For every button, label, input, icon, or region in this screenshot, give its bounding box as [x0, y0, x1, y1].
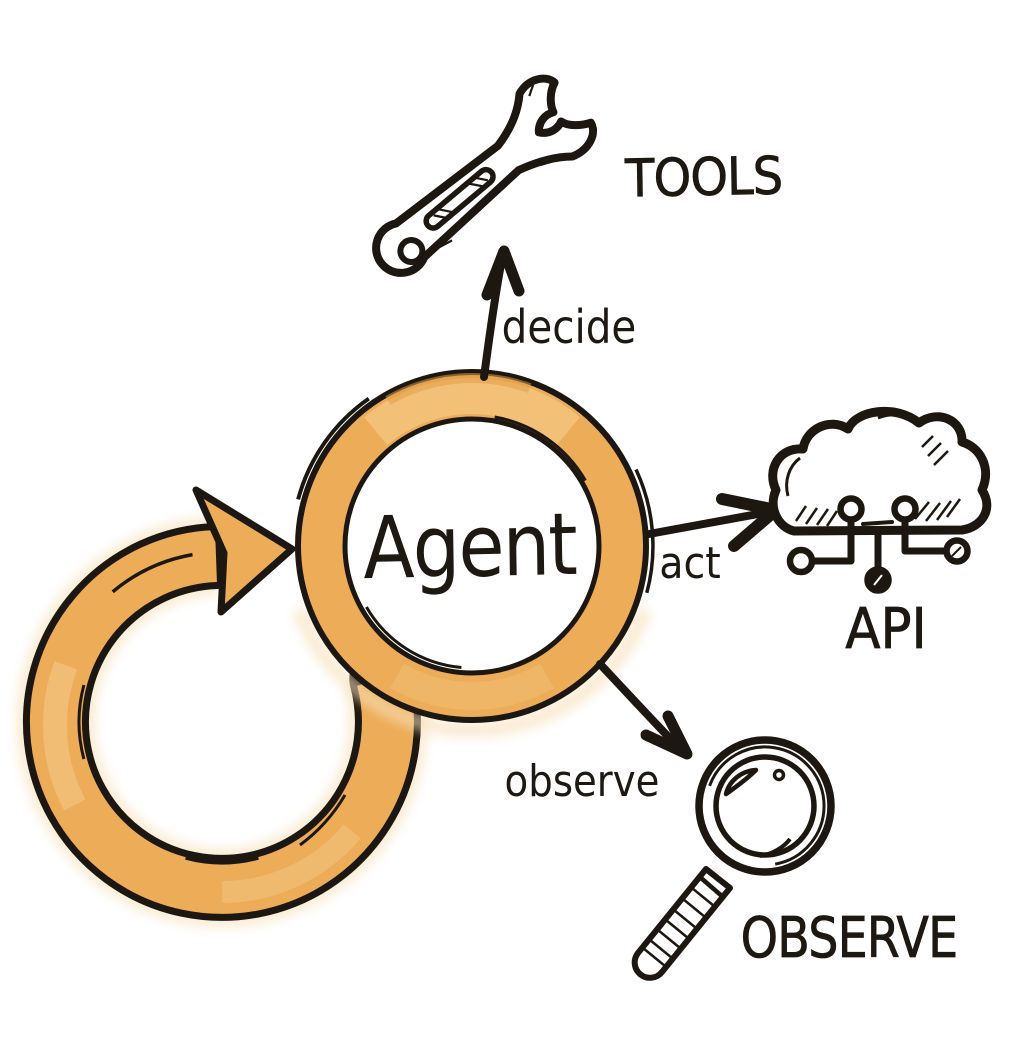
act-label: act — [659, 537, 721, 589]
lens-reflection — [759, 837, 792, 858]
observe-label: observe — [505, 756, 660, 807]
agent-halo — [291, 606, 653, 738]
magnifier-handle — [631, 866, 733, 981]
lens-highlight-dot — [772, 768, 786, 782]
cloud-circuit-icon — [768, 406, 992, 594]
magnifier-rim-sketch — [708, 745, 826, 866]
agent-label: Agent — [362, 495, 576, 600]
wrench-icon — [372, 74, 598, 277]
magnifying-glass-icon — [631, 736, 835, 981]
agent-ring-shade — [385, 373, 532, 405]
wrench-hole — [397, 237, 426, 266]
magnifier-handle-hatching — [642, 887, 715, 967]
lens-highlight — [723, 767, 759, 797]
circuit-node — [891, 495, 919, 523]
cloud-sketch-accents — [785, 413, 911, 497]
decide-arrow — [480, 245, 525, 381]
agent-inner-circle — [342, 416, 602, 676]
magnifier-lens — [713, 754, 817, 858]
loop-sketch-accents — [77, 552, 347, 865]
observe-arrow-shaft — [596, 660, 685, 754]
api-label: API — [845, 596, 926, 662]
agent-node: Agent — [291, 369, 655, 738]
loop-wash-left — [42, 660, 86, 811]
observe-arrowhead — [640, 710, 693, 760]
cloud-hatching — [794, 435, 962, 527]
observe-node-label: OBSERVE — [741, 906, 958, 971]
circuit-nodes — [786, 495, 971, 594]
circuit-lines — [809, 516, 950, 573]
loop-wash-bottom — [221, 824, 361, 903]
wrench-hatching — [433, 84, 556, 249]
agent-ring-wash-bottom — [390, 663, 554, 710]
observe-arrow — [596, 660, 693, 760]
loop-arrowhead — [192, 486, 296, 616]
cloud-body — [768, 406, 992, 536]
decide-label: decide — [502, 302, 637, 355]
magnifier-collar — [699, 876, 725, 899]
loop-band — [29, 530, 414, 914]
act-arrow-shaft — [645, 509, 767, 538]
agent-ring-wash-top — [364, 378, 580, 446]
loop-arrow — [15, 486, 428, 928]
decide-arrowhead — [481, 245, 525, 301]
tools-label: TOOLS — [624, 146, 783, 209]
circuit-node — [837, 495, 865, 523]
circuit-node — [786, 546, 816, 576]
